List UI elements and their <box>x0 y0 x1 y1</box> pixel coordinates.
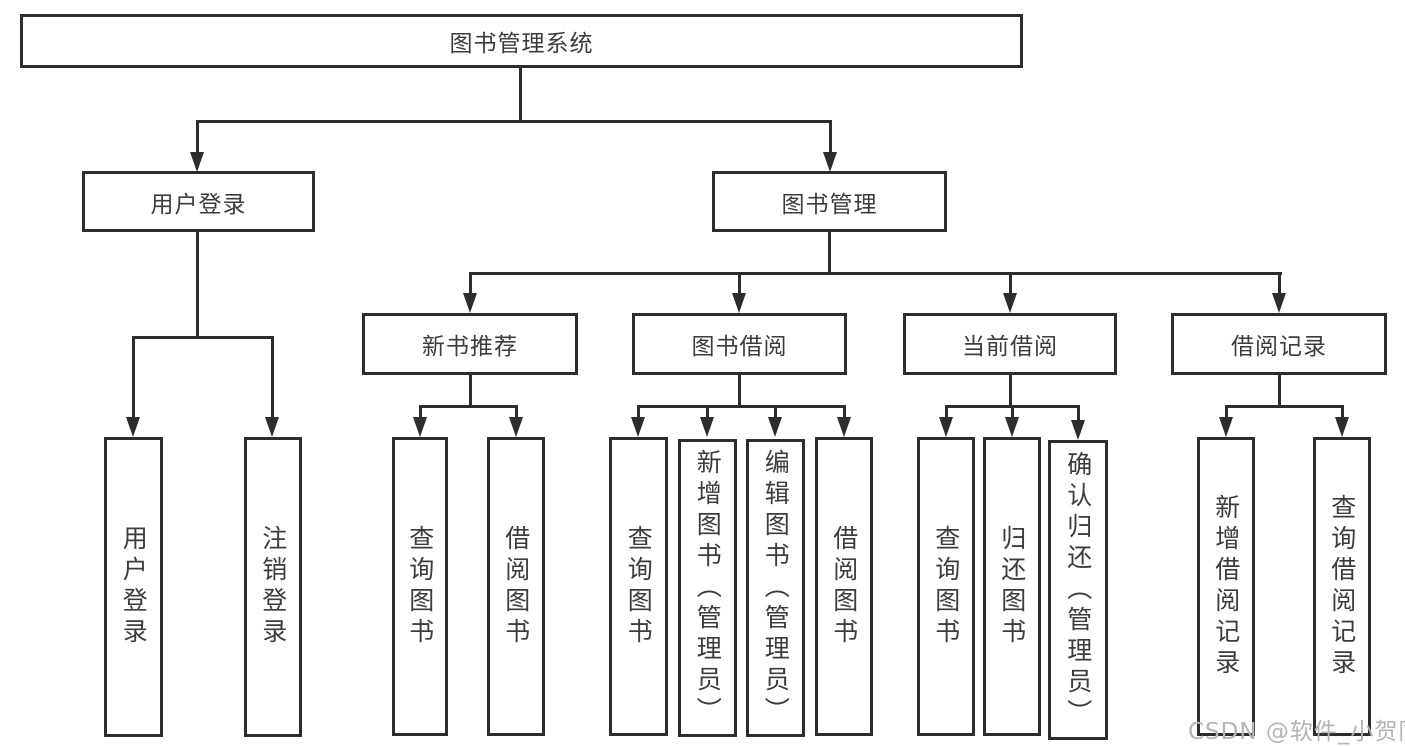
leaf-add-book-admin: 新增图书（管理员） <box>678 439 737 737</box>
leaf-confirm-return-admin-label: 确认归还（管理员） <box>1063 450 1093 730</box>
arrowhead-user-login-icon <box>190 152 204 172</box>
node-user-login-label: 用户登录 <box>150 191 247 218</box>
node-new-book-recommendation-label: 新书推荐 <box>422 334 518 360</box>
connector-leaf-logout-stem <box>271 336 274 419</box>
leaf-query-books-borrowing: 查询图书 <box>609 437 668 736</box>
node-book-borrowing: 图书借阅 <box>632 313 847 375</box>
leaf-confirm-return-admin: 确认归还（管理员） <box>1048 440 1108 740</box>
leaf-add-borrow-record: 新增借阅记录 <box>1197 437 1255 736</box>
arrowhead-g3-query-icon <box>631 417 645 437</box>
leaf-logout-label: 注销登录 <box>258 525 288 649</box>
connector-g5-query-stem <box>1341 405 1344 419</box>
connector-g3-query-stem <box>637 405 640 419</box>
connector-group3-stem <box>738 373 741 408</box>
connector-user-login-stem <box>196 120 199 154</box>
connector-g2-borrow-stem <box>515 405 518 419</box>
leaf-return-book-label: 归还图书 <box>997 524 1027 649</box>
connector-leaf-user-login-stem <box>132 336 135 419</box>
connector-group2-bar <box>419 405 518 408</box>
connector-level3-bar <box>469 272 1282 275</box>
arrowhead-g5-query-icon <box>1335 417 1349 437</box>
leaf-user-login-label: 用户登录 <box>119 525 149 649</box>
leaf-logout: 注销登录 <box>244 437 302 737</box>
leaf-borrow-books-borrowing: 借阅图书 <box>815 437 873 736</box>
connector-group5-bar <box>1225 405 1344 408</box>
arrowhead-book-borrow-icon <box>732 293 746 313</box>
arrowhead-leaf-user-login-icon <box>126 417 140 437</box>
leaf-borrow-books-recommend: 借阅图书 <box>487 437 545 736</box>
connector-new-book-stem <box>469 272 472 296</box>
leaf-query-books-borrowing-label: 查询图书 <box>624 524 654 649</box>
leaf-edit-book-admin-label: 编辑图书（管理员） <box>761 448 791 728</box>
connector-group4-stem <box>1009 373 1012 408</box>
connector-book-management-stem <box>829 120 832 154</box>
arrowhead-new-book-icon <box>463 293 477 313</box>
arrowhead-g3-add-icon <box>700 417 714 437</box>
connector-g3-borrow-stem <box>843 405 846 419</box>
connector-borrow-records-stem <box>1278 272 1281 296</box>
connector-current-borrow-stem <box>1009 272 1012 296</box>
arrowhead-g2-query-icon <box>413 417 427 437</box>
connector-group5-stem <box>1278 373 1281 408</box>
leaf-query-books-recommend: 查询图书 <box>392 437 448 736</box>
node-library-management-system-label: 图书管理系统 <box>449 31 594 57</box>
arrowhead-g5-add-icon <box>1219 417 1233 437</box>
connector-level3-stem <box>828 230 831 274</box>
connector-group2-stem <box>469 373 472 408</box>
connector-g5-add-stem <box>1225 405 1228 419</box>
leaf-query-books-current: 查询图书 <box>917 437 975 736</box>
leaf-borrow-books-recommend-label: 借阅图书 <box>501 524 531 649</box>
node-new-book-recommendation: 新书推荐 <box>362 313 578 375</box>
node-user-login: 用户登录 <box>82 171 315 232</box>
leaf-query-borrow-record-label: 查询借阅记录 <box>1327 493 1357 680</box>
arrowhead-g4-confirm-icon <box>1071 420 1085 440</box>
arrowhead-borrow-records-icon <box>1272 293 1286 313</box>
node-borrowing-records: 借阅记录 <box>1171 313 1387 375</box>
connector-g2-query-stem <box>419 405 422 419</box>
connector-g3-edit-stem <box>774 405 777 419</box>
connector-book-borrow-stem <box>738 272 741 296</box>
node-book-management-label: 图书管理 <box>781 191 878 218</box>
connector-g3-add-stem <box>706 405 709 419</box>
connector-group3-bar <box>637 405 846 408</box>
leaf-query-books-recommend-label: 查询图书 <box>405 524 435 649</box>
node-book-management: 图书管理 <box>712 171 947 232</box>
arrowhead-g3-borrow-icon <box>837 417 851 437</box>
leaf-query-borrow-record: 查询借阅记录 <box>1313 437 1371 736</box>
leaf-user-login: 用户登录 <box>104 437 163 737</box>
arrowhead-book-management-icon <box>823 152 837 172</box>
arrowhead-g4-return-icon <box>1005 417 1019 437</box>
node-current-borrowing-label: 当前借阅 <box>962 334 1058 360</box>
leaf-add-borrow-record-label: 新增借阅记录 <box>1211 493 1241 680</box>
node-current-borrowing: 当前借阅 <box>903 313 1117 375</box>
connector-root-stem <box>519 68 522 123</box>
connector-g4-return-stem <box>1011 405 1014 419</box>
leaf-query-books-current-label: 查询图书 <box>931 524 961 649</box>
arrowhead-g2-borrow-icon <box>509 417 523 437</box>
arrowhead-current-borrow-icon <box>1003 293 1017 313</box>
connector-g4-confirm-stem <box>1077 405 1080 422</box>
connector-level2-bar <box>196 120 832 123</box>
leaf-edit-book-admin: 编辑图书（管理员） <box>746 439 805 737</box>
leaf-add-book-admin-label: 新增图书（管理员） <box>693 448 723 728</box>
leaf-borrow-books-borrowing-label: 借阅图书 <box>829 524 859 649</box>
leaf-return-book: 归还图书 <box>983 437 1041 736</box>
node-book-borrowing-label: 图书借阅 <box>691 334 788 360</box>
connector-user-login-group-bar <box>132 336 274 339</box>
arrowhead-g3-edit-icon <box>768 417 782 437</box>
arrowhead-g4-query-icon <box>939 417 953 437</box>
node-borrowing-records-label: 借阅记录 <box>1231 334 1327 360</box>
connector-g4-query-stem <box>945 405 948 419</box>
connector-user-login-group-stem <box>196 230 199 338</box>
csdn-watermark: CSDN @软件_小贺同学 <box>1188 719 1405 745</box>
arrowhead-leaf-logout-icon <box>265 417 279 437</box>
node-library-management-system: 图书管理系统 <box>20 14 1023 68</box>
